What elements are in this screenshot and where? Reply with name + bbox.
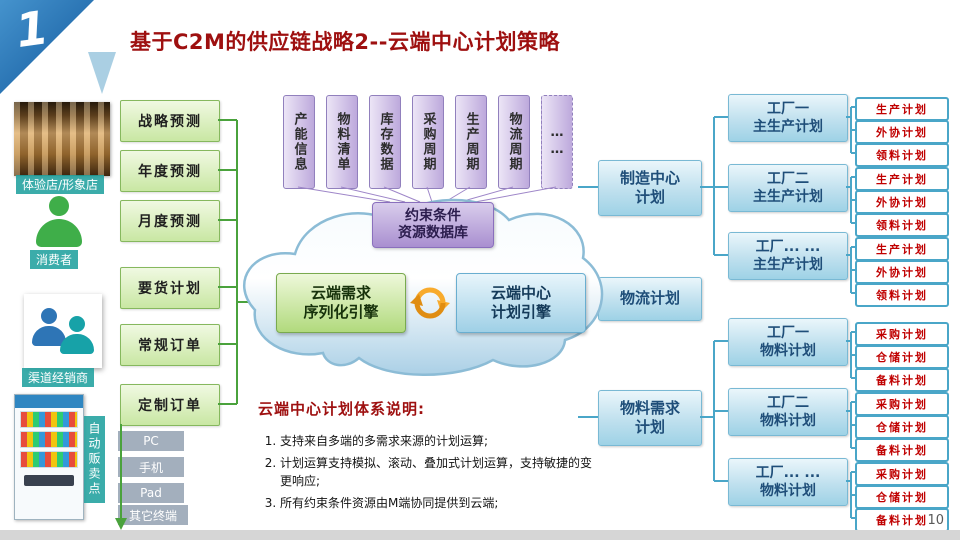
consumer-label: 消费者 — [30, 250, 79, 269]
terminal-chip-other: 其它终端 — [118, 505, 188, 525]
constraint-box: 采购周期 — [412, 95, 444, 189]
terminal-chip-pc: PC — [118, 431, 184, 451]
demand-box: 战略预测 — [120, 100, 220, 142]
corner-triangle-small — [88, 52, 116, 94]
vending-machine-photo — [14, 394, 84, 520]
constraint-box: 产能信息 — [283, 95, 315, 189]
notes-list: 支持来自多端的多需求来源的计划运算; 计划运算支持模拟、滚动、叠加式计划运算，支… — [258, 433, 596, 513]
subplan-box: 采购计划 — [855, 392, 949, 416]
distributor-avatars-icon — [24, 294, 102, 368]
demand-box: 年度预测 — [120, 150, 220, 192]
distributor-avatar-teal — [60, 316, 94, 354]
factory-box: 工厂... ... 物料计划 — [728, 458, 848, 506]
consumer-avatar-icon — [36, 196, 82, 247]
subplan-box: 仓储计划 — [855, 345, 949, 369]
subplan-box: 生产计划 — [855, 97, 949, 121]
subplan-box: 采购计划 — [855, 462, 949, 486]
factory-box: 工厂二 主生产计划 — [728, 164, 848, 212]
note-item: 支持来自多端的多需求来源的计划运算; — [280, 433, 596, 450]
note-item: 所有约束条件资源由M端协同提供到云端; — [280, 495, 596, 512]
note-item: 计划运算支持模拟、滚动、叠加式计划运算，支持敏捷的变更响应; — [280, 455, 596, 490]
cloud-planning-engine-box: 云端中心 计划引擎 — [456, 273, 586, 333]
page-number: 10 — [927, 513, 944, 528]
factory-box: 工厂一 主生产计划 — [728, 94, 848, 142]
demand-box: 常规订单 — [120, 324, 220, 366]
vending-label: 自动贩卖点 — [84, 416, 105, 503]
constraint-box: 库存数据 — [369, 95, 401, 189]
constraint-box: 物料清单 — [326, 95, 358, 189]
center-plan-box: 物料需求 计划 — [598, 390, 702, 446]
vending-header — [15, 395, 83, 408]
slide-title: 基于C2M的供应链战略2--云端中心计划策略 — [130, 30, 560, 54]
subplan-box: 领料计划 — [855, 283, 949, 307]
avatar-head — [49, 196, 69, 216]
footer-bar — [0, 530, 960, 540]
notes-block: 云端中心计划体系说明: 支持来自多端的多需求来源的计划运算; 计划运算支持模拟、… — [258, 398, 596, 518]
avatar-body — [36, 219, 82, 247]
vending-shelf — [20, 451, 78, 468]
center-plan-box: 物流计划 — [598, 277, 702, 321]
constraint-box: 物流周期 — [498, 95, 530, 189]
sync-arrows-icon — [410, 287, 450, 319]
subplan-box: 备料计划 — [855, 368, 949, 392]
constraint-box: 生产周期 — [455, 95, 487, 189]
factory-box: 工厂一 物料计划 — [728, 318, 848, 366]
subplan-box: 领料计划 — [855, 143, 949, 167]
demand-box: 要货计划 — [120, 267, 220, 309]
constraint-database-box: 约束条件 资源数据库 — [372, 202, 494, 248]
subplan-box: 生产计划 — [855, 167, 949, 191]
store-label: 体验店/形象店 — [16, 175, 105, 194]
distributor-label: 渠道经销商 — [22, 368, 95, 387]
center-plan-box: 制造中心 计划 — [598, 160, 702, 216]
subplan-box: 仓储计划 — [855, 485, 949, 509]
factory-box: 工厂... ... 主生产计划 — [728, 232, 848, 280]
subplan-box: 备料计划 — [855, 438, 949, 462]
subplan-box: 仓储计划 — [855, 415, 949, 439]
vending-shelf — [20, 431, 78, 448]
demand-box: 定制订单 — [120, 384, 220, 426]
subplan-box: 外协计划 — [855, 190, 949, 214]
vending-slot — [24, 475, 74, 486]
store-photo — [14, 102, 110, 176]
distributor-avatar-blue — [32, 308, 66, 346]
demand-box: 月度预测 — [120, 200, 220, 242]
subplan-box: 领料计划 — [855, 213, 949, 237]
subplan-box: 采购计划 — [855, 322, 949, 346]
subplan-box: 外协计划 — [855, 120, 949, 144]
terminal-chip-pad: Pad — [118, 483, 184, 503]
subplan-box: 生产计划 — [855, 237, 949, 261]
vending-shelf — [20, 411, 78, 428]
factory-box: 工厂二 物料计划 — [728, 388, 848, 436]
constraint-box-ellipsis: …… — [541, 95, 573, 189]
notes-title: 云端中心计划体系说明: — [258, 400, 425, 418]
demand-serialization-engine-box: 云端需求 序列化引擎 — [276, 273, 406, 333]
subplan-box: 外协计划 — [855, 260, 949, 284]
terminal-chip-phone: 手机 — [118, 457, 184, 477]
